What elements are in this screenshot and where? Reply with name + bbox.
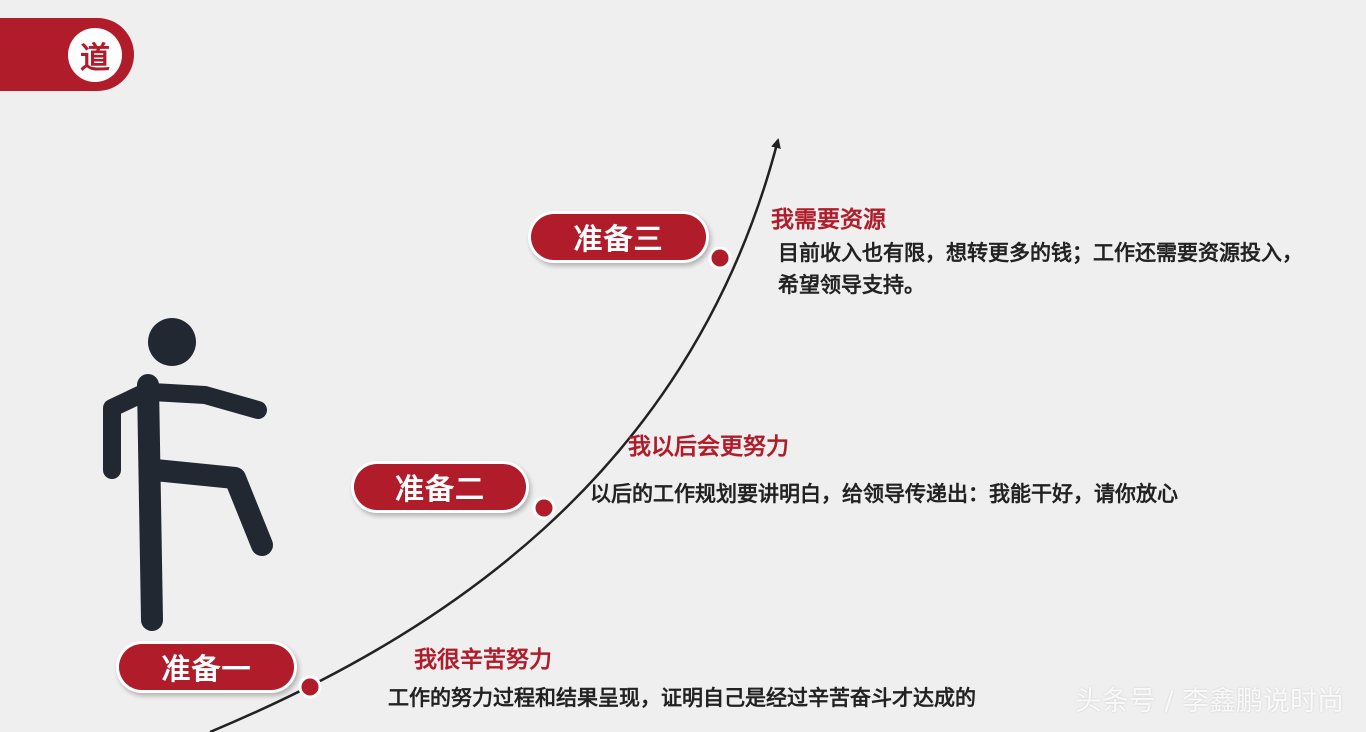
step-desc-2: 以后的工作规划要讲明白，给领导传递出：我能干好，请你放心 [590,482,1178,506]
step-dot-2 [532,496,556,520]
walking-person-icon [103,318,273,631]
step-dot-1 [298,675,322,699]
step-dot-3 [708,246,732,270]
step-desc-1: 工作的努力过程和结果呈现，证明自己是经过辛苦奋斗才达成的 [388,686,976,710]
step-title-3: 我需要资源 [771,207,886,233]
watermark: 头条号 / 李鑫鹏说时尚 [1074,686,1344,717]
step-label-2: 准备二 [354,464,526,510]
badge-dao: 道 [68,28,122,82]
step-label-1: 准备一 [119,644,294,690]
step-desc-3: 目前收入也有限，想转更多的钱；工作还需要资源投入，希望领导支持。 [778,241,1303,297]
step-label-3: 准备三 [531,214,706,260]
step-title-2: 我以后会更努力 [628,434,789,460]
step-title-1: 我很辛苦努力 [414,647,552,673]
